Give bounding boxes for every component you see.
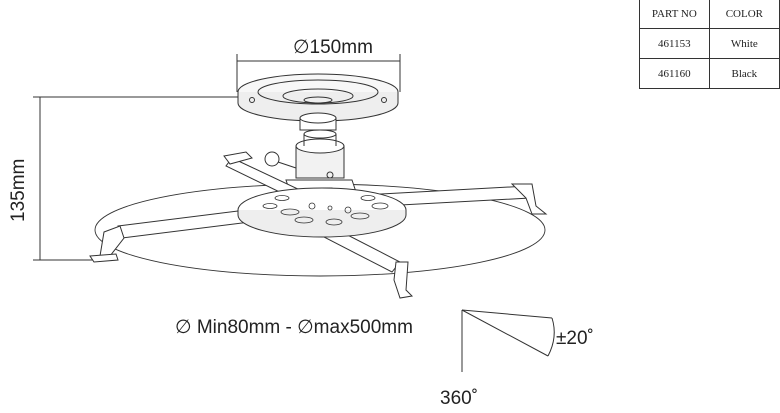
tilt-symbol [461, 309, 553, 372]
table-row: 461160 Black [639, 58, 780, 89]
parts-table: PART NO COLOR 461153 White 461160 Black [639, 0, 780, 89]
plate-diameter-label: ∅150mm [293, 37, 373, 58]
part-no-cell: 461160 [639, 58, 710, 89]
header-part-no: PART NO [639, 0, 710, 29]
color-cell: Black [708, 58, 780, 89]
rotation-label: 360˚ [440, 388, 479, 409]
projector-range-label: ∅ Min80mm - ∅max500mm [175, 317, 413, 338]
color-cell: White [708, 28, 780, 59]
part-no-cell: 461153 [639, 28, 710, 59]
table-row: 461153 White [639, 28, 780, 59]
tilt-knob [264, 151, 280, 167]
header-color: COLOR [708, 0, 780, 29]
tilt-label: ±20˚ [556, 328, 594, 349]
height-label: 135mm [8, 158, 29, 222]
table-header-row: PART NO COLOR [639, 0, 780, 29]
